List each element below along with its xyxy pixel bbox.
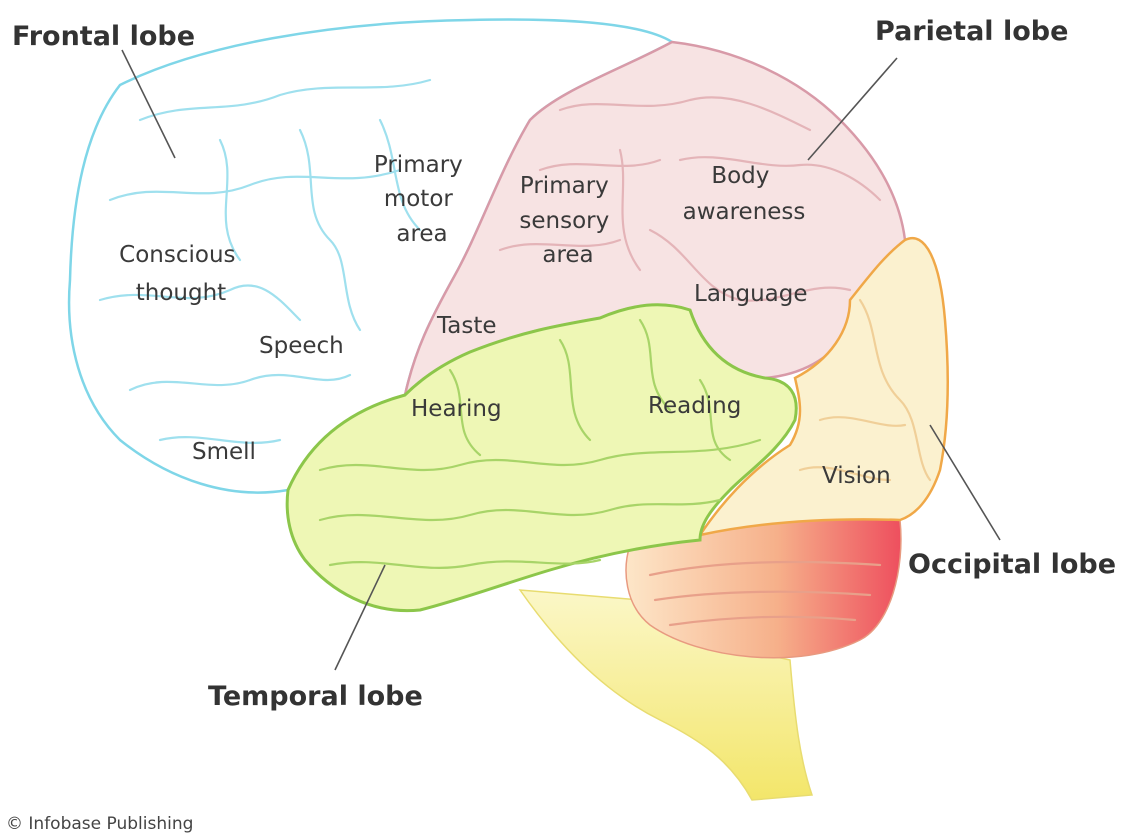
- frontal-lobe-label: Frontal lobe: [12, 21, 195, 52]
- hearing-label: Hearing: [411, 396, 502, 422]
- language-label: Language: [694, 281, 808, 307]
- vision-label: Vision: [822, 463, 891, 489]
- reading-label: Reading: [648, 393, 741, 419]
- publisher-credit: © Infobase Publishing: [6, 814, 193, 834]
- occipital-lobe-label: Occipital lobe: [908, 549, 1116, 580]
- smell-label: Smell: [192, 439, 256, 465]
- parietal-lobe-label: Parietal lobe: [875, 16, 1068, 47]
- occipital-leader-line: [930, 425, 1000, 540]
- speech-label: Speech: [259, 333, 344, 359]
- taste-label: Taste: [436, 313, 497, 339]
- temporal-lobe-label: Temporal lobe: [208, 681, 423, 712]
